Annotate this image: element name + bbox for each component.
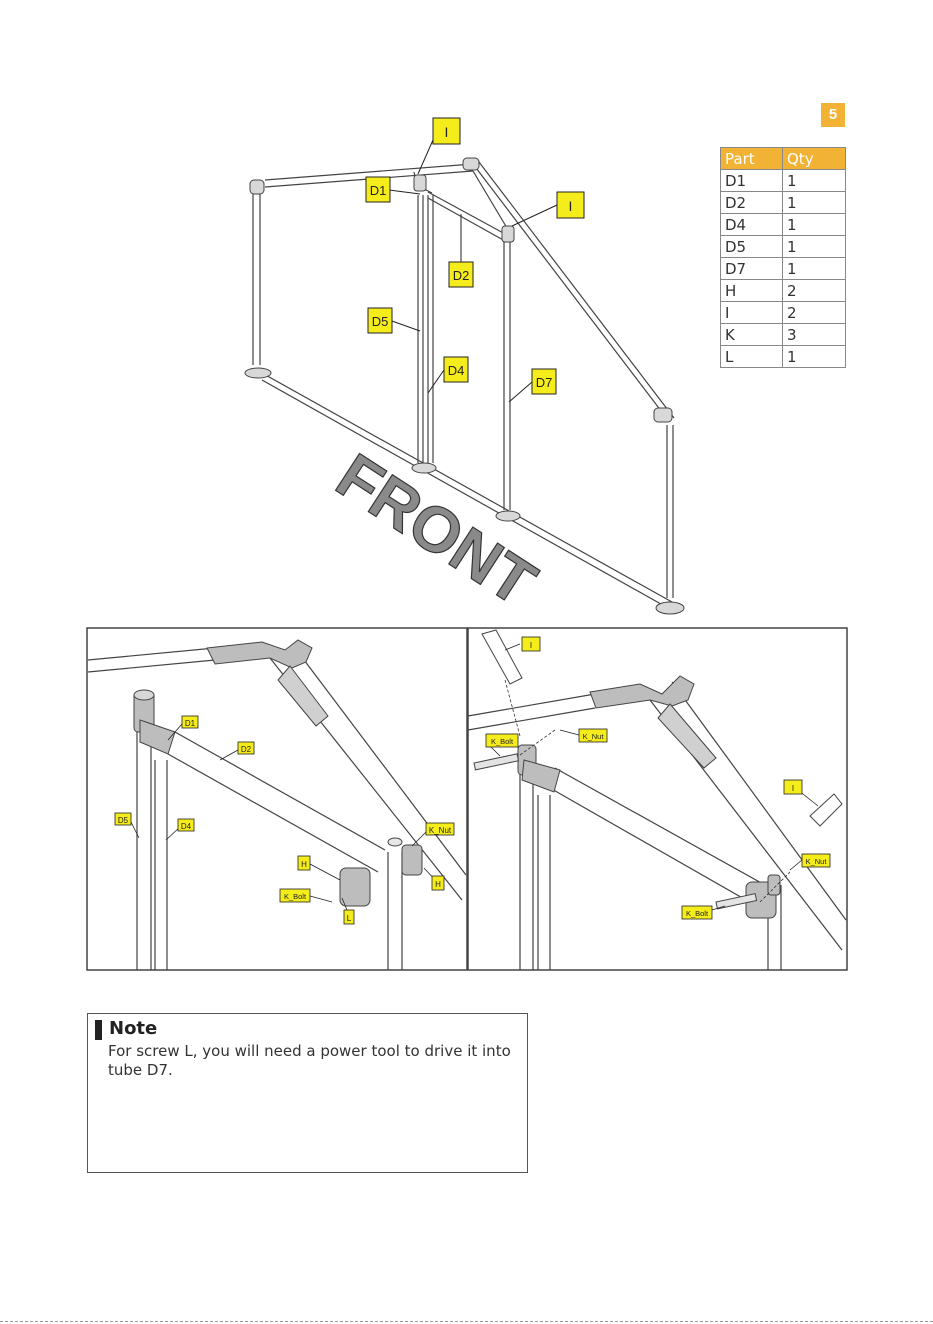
note-text: For screw L, you will need a power tool … — [108, 1042, 524, 1080]
callout-i-top: I — [530, 641, 532, 650]
callout-d1: D1 — [185, 719, 196, 728]
callout-d1: D1 — [370, 183, 387, 198]
front-label: FRONT — [324, 439, 548, 619]
callout-i-right: I — [792, 784, 794, 793]
callout-d7: D7 — [536, 375, 553, 390]
callout-l: L — [347, 914, 352, 923]
callout-k-nut-top: K_Nut — [583, 732, 605, 741]
note-title: Note — [109, 1018, 157, 1039]
callout-k-bolt: K_Bolt — [284, 892, 307, 901]
detail-right-panel — [468, 628, 847, 970]
callout-h-right: H — [435, 880, 441, 889]
detail-left-panel — [87, 628, 467, 970]
callout-k-bolt-top: K_Bolt — [491, 737, 514, 746]
page-bottom-divider — [0, 1321, 933, 1322]
callout-i-right: I — [569, 198, 573, 214]
callout-d4: D4 — [181, 822, 192, 831]
callout-d2: D2 — [241, 745, 252, 754]
callout-h-left: H — [301, 860, 307, 869]
callout-d4: D4 — [448, 363, 465, 378]
callout-i-top: I — [445, 124, 449, 140]
callout-k-nut: K_Nut — [429, 826, 452, 835]
callout-k-nut-right: K_Nut — [806, 857, 828, 866]
callout-k-bolt-bottom: K_Bolt — [686, 909, 709, 918]
main-frame-diagram: FRONT I D1 I D2 D5 D4 D7 — [0, 0, 933, 625]
detail-panels: D1 D2 D5 D4 K_Nut H H K_Bolt L I K_Bolt … — [0, 620, 933, 980]
callout-d5: D5 — [372, 314, 389, 329]
callout-d2: D2 — [453, 268, 470, 283]
callout-d5: D5 — [118, 816, 129, 825]
note-marker — [95, 1020, 102, 1040]
